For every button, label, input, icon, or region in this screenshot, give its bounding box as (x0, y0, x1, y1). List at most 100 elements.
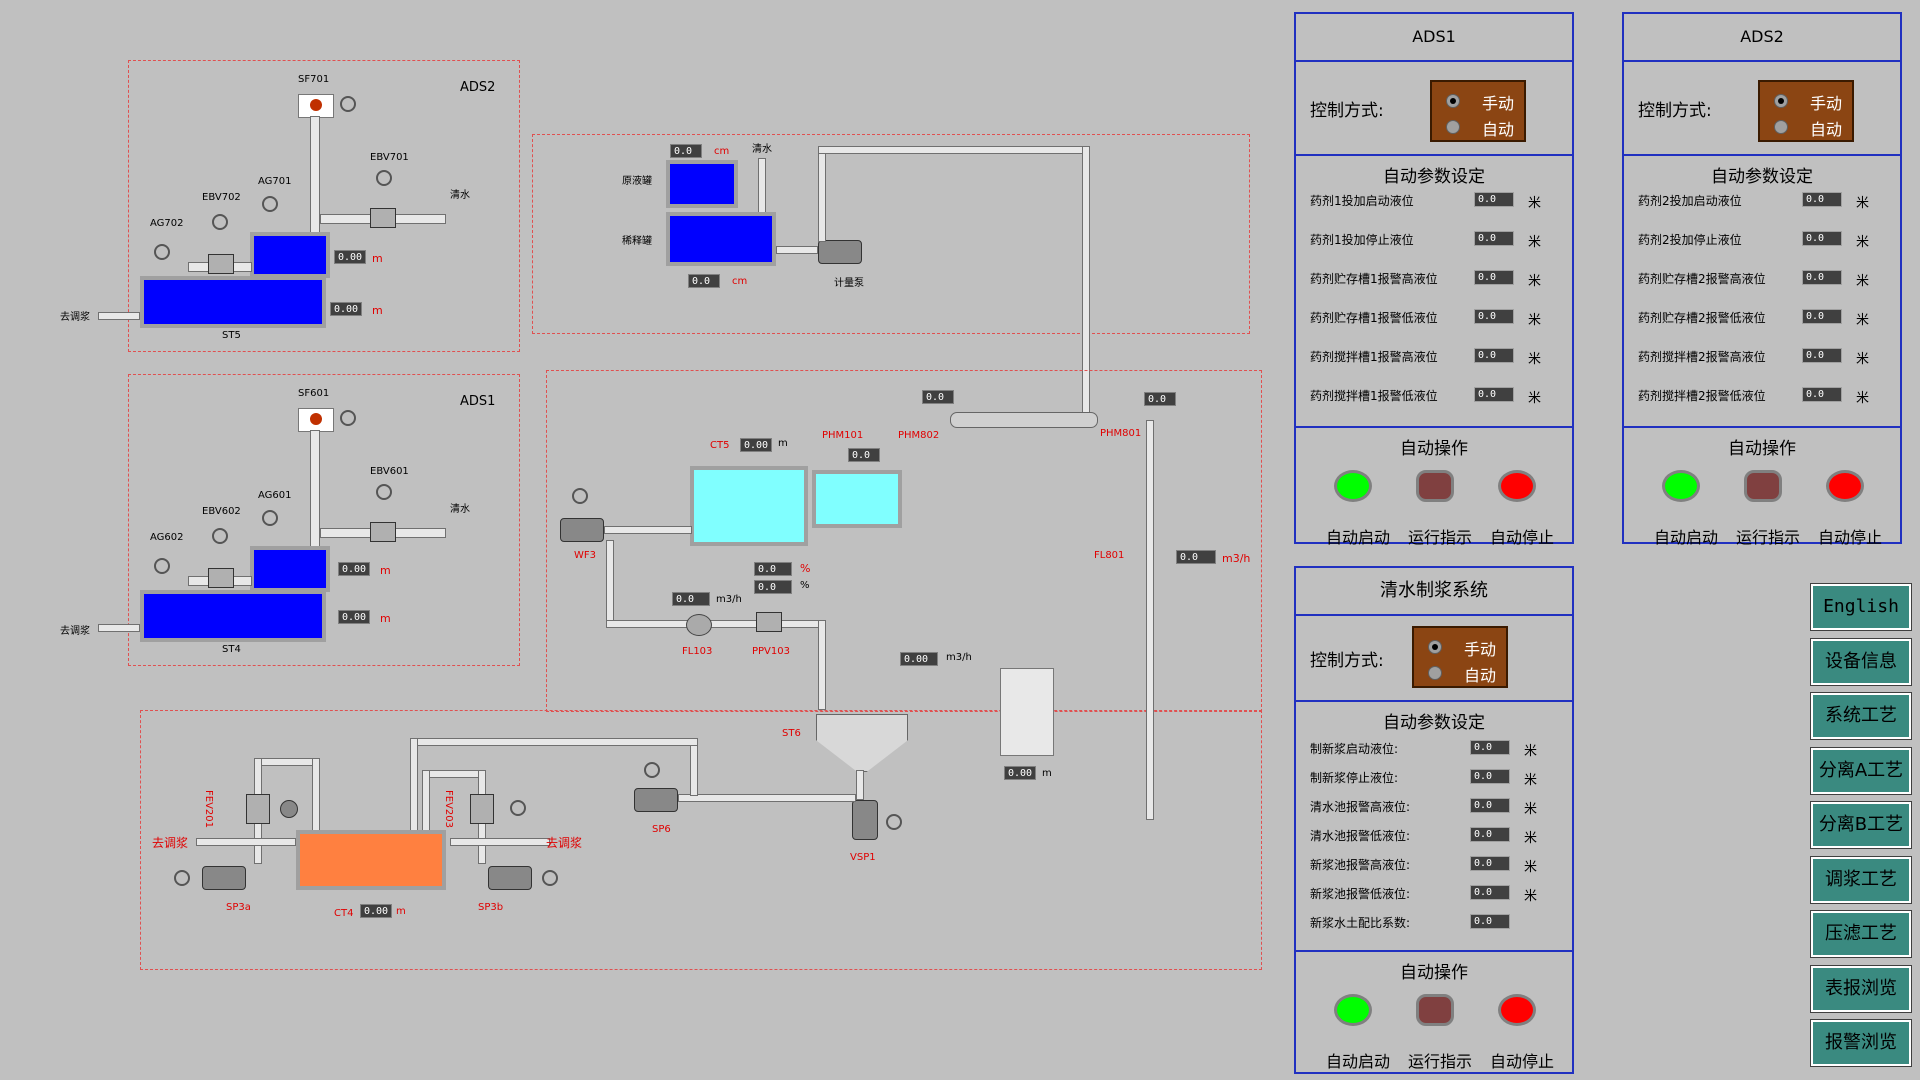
ebv602-valve[interactable] (208, 568, 234, 588)
ads2-start-lamp[interactable] (1662, 470, 1700, 502)
param-label: 药剂搅拌槽1报警高液位 (1310, 350, 1438, 364)
vsp1-label: VSP1 (850, 852, 876, 863)
fev201-valve[interactable] (246, 794, 270, 824)
yuanyeguan-label: 原液罐 (622, 176, 652, 187)
phm101-tank (812, 470, 902, 528)
param-value-input[interactable]: 0.0 (1474, 309, 1514, 324)
param-value-input[interactable]: 0.0 (1474, 348, 1514, 363)
ads2-mode-selector[interactable]: 手动 自动 (1758, 80, 1854, 142)
ads1-indicator-label: 运行指示 (1408, 528, 1473, 547)
ads2-stop-lamp[interactable] (1826, 470, 1864, 502)
water-auto-radio[interactable] (1428, 666, 1442, 680)
param-label: 药剂2投加停止液位 (1638, 233, 1742, 247)
sf701-hopper[interactable] (298, 94, 334, 118)
sf601-hopper[interactable] (298, 408, 334, 432)
param-value-input[interactable]: 0.0 (1470, 914, 1510, 929)
sf701-status-ring (340, 96, 356, 112)
metering-pump[interactable] (818, 240, 862, 264)
nav-button-1[interactable]: 设备信息 (1810, 637, 1912, 686)
ads2-manual-radio[interactable] (1774, 94, 1788, 108)
ads1-run-indicator-lamp (1416, 470, 1454, 502)
param-value-input[interactable]: 0.0 (1470, 769, 1510, 784)
param-value-input[interactable]: 0.0 (1470, 740, 1510, 755)
sp6-pump[interactable] (634, 788, 678, 812)
param-value-input[interactable]: 0.0 (1802, 231, 1842, 246)
sp6-label: SP6 (652, 824, 671, 835)
param-value-input[interactable]: 0.0 (1474, 387, 1514, 402)
ads1-control-section: 控制方式: 手动 自动 (1296, 62, 1572, 156)
qingshui-label-1: 清水 (450, 190, 470, 201)
ads1-manual-radio[interactable] (1446, 94, 1460, 108)
vsp1-pump[interactable] (852, 800, 878, 840)
ebv601-label: EBV601 (370, 466, 409, 477)
param-label: 制新浆启动液位: (1310, 742, 1399, 756)
ads1-mode-selector[interactable]: 手动 自动 (1430, 80, 1526, 142)
nav-button-7[interactable]: 表报浏览 (1810, 964, 1912, 1013)
param-label: 药剂搅拌槽2报警低液位 (1638, 389, 1766, 403)
ag601-label: AG601 (258, 490, 292, 501)
ads1-auto-radio[interactable] (1446, 120, 1460, 134)
param-value-input[interactable]: 0.0 (1802, 192, 1842, 207)
param-value-input[interactable]: 0.0 (1802, 387, 1842, 402)
water-manual-radio[interactable] (1428, 640, 1442, 654)
param-value-input[interactable]: 0.0 (1470, 885, 1510, 900)
ads1-start-lamp[interactable] (1334, 470, 1372, 502)
param-value-input[interactable]: 0.0 (1470, 827, 1510, 842)
nav-button-0[interactable]: English (1810, 583, 1912, 631)
ppv103-label: PPV103 (752, 646, 790, 657)
fev201-valve-handle[interactable] (280, 800, 298, 818)
sp3a-pump[interactable] (202, 866, 246, 890)
nav-button-5[interactable]: 调浆工艺 (1810, 855, 1912, 904)
sp3b-pump[interactable] (488, 866, 532, 890)
fev203-valve[interactable] (470, 794, 494, 824)
param-unit: 米 (1524, 860, 1538, 875)
param-value-input[interactable]: 0.0 (1474, 192, 1514, 207)
wf3-pump[interactable] (560, 518, 604, 542)
water-mode-selector[interactable]: 手动 自动 (1412, 626, 1508, 688)
ads1-stop-lamp[interactable] (1498, 470, 1536, 502)
param-label: 药剂贮存槽1报警低液位 (1310, 311, 1438, 325)
qu-tiaojiang-label-4: 去调浆 (546, 836, 583, 850)
nav-button-6[interactable]: 压滤工艺 (1810, 910, 1912, 958)
water-start-lamp[interactable] (1334, 994, 1372, 1026)
param-value-input[interactable]: 0.0 (1474, 231, 1514, 246)
ppv103-valve[interactable] (756, 612, 782, 632)
nav-button-2[interactable]: 系统工艺 (1810, 692, 1912, 740)
param-value-input[interactable]: 0.0 (1802, 348, 1842, 363)
nav-button-8[interactable]: 报警浏览 (1810, 1019, 1912, 1067)
param-value-input[interactable]: 0.0 (1470, 798, 1510, 813)
ebv701-valve[interactable] (370, 208, 396, 228)
param-label: 药剂贮存槽2报警低液位 (1638, 311, 1766, 325)
ads2-auto-radio[interactable] (1774, 120, 1788, 134)
nav-button-4[interactable]: 分离B工艺 (1810, 801, 1912, 849)
ct5-tank (690, 466, 808, 546)
param-label: 制新浆停止液位: (1310, 771, 1399, 785)
param-label: 药剂2投加启动液位 (1638, 194, 1742, 208)
sp3b-status-ring (542, 870, 558, 886)
ebv702-valve[interactable] (208, 254, 234, 274)
ebv601-valve[interactable] (370, 522, 396, 542)
ag701-label: AG701 (258, 176, 292, 187)
param-value-input[interactable]: 0.0 (1802, 309, 1842, 324)
ads1-control-label: 控制方式: (1310, 101, 1384, 121)
water-indicator-label: 运行指示 (1408, 1052, 1473, 1071)
qu-tiaojiang-label-1: 去调浆 (60, 312, 90, 323)
slurry-area (140, 710, 1262, 970)
nav-button-3[interactable]: 分离A工艺 (1810, 746, 1912, 795)
param-value-input[interactable]: 0.0 (1474, 270, 1514, 285)
phm802-label: PHM802 (898, 430, 940, 441)
param-value-input[interactable]: 0.0 (1802, 270, 1842, 285)
sf601-status-ring (340, 410, 356, 426)
param-value-input[interactable]: 0.0 (1470, 856, 1510, 871)
param-label: 药剂贮存槽1报警高液位 (1310, 272, 1438, 286)
st6-label: ST6 (782, 728, 801, 739)
water-stop-lamp[interactable] (1498, 994, 1536, 1026)
